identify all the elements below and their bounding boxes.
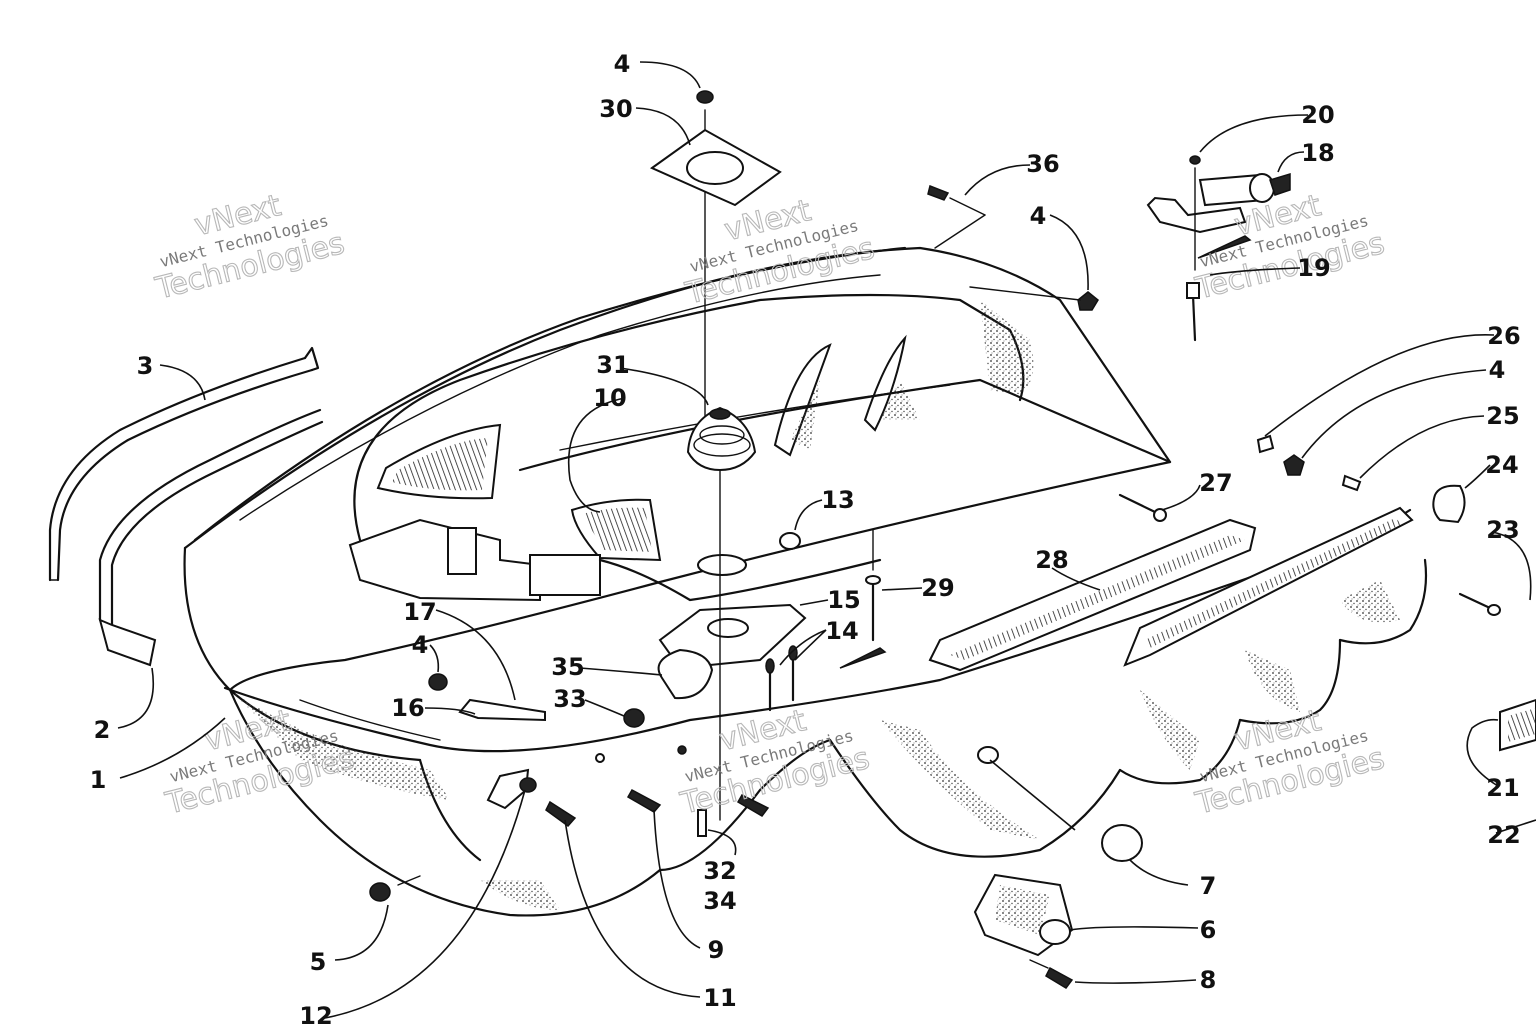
callout-labels: 1 2 3 4 4 4 4 5 6 7 8 9 10 11 12 13 14 1… (90, 50, 1521, 1024)
callout-34: 34 (703, 887, 736, 915)
callout-2: 2 (94, 716, 111, 744)
callout-13: 13 (821, 486, 854, 514)
callout-35: 35 (551, 653, 584, 681)
callout-1: 1 (90, 766, 107, 794)
callout-22: 22 (1487, 821, 1520, 849)
leader-lines (117, 61, 1536, 1019)
hood-body (183, 235, 1428, 917)
callout-16: 16 (391, 694, 424, 722)
callout-4-top: 4 (614, 50, 631, 78)
callout-4-left: 4 (412, 631, 429, 659)
callout-19: 19 (1297, 254, 1330, 282)
callout-23: 23 (1486, 516, 1519, 544)
callout-3: 3 (137, 352, 154, 380)
callout-17: 17 (403, 598, 436, 626)
callout-30: 30 (599, 95, 632, 123)
callout-9: 9 (708, 936, 725, 964)
watermark-group: vNext vNext Technologies Technologies vN… (151, 188, 1389, 823)
right-hardware (927, 155, 1536, 989)
callout-20: 20 (1301, 101, 1334, 129)
callout-27: 27 (1199, 469, 1232, 497)
callout-4-right: 4 (1489, 356, 1506, 384)
callout-29: 29 (921, 574, 954, 602)
center-assembly (623, 90, 881, 837)
callout-11: 11 (703, 984, 736, 1012)
callout-7: 7 (1200, 872, 1217, 900)
callout-24: 24 (1485, 451, 1518, 479)
trim-strip-2 (98, 408, 324, 667)
trim-strip-3 (48, 346, 320, 582)
callout-5: 5 (310, 948, 327, 976)
callout-18: 18 (1301, 139, 1334, 167)
callout-26: 26 (1487, 322, 1520, 350)
callout-8: 8 (1200, 966, 1217, 994)
callout-33: 33 (553, 685, 586, 713)
left-hardware (369, 673, 770, 902)
callout-25: 25 (1486, 402, 1519, 430)
callout-21: 21 (1486, 774, 1519, 802)
callout-6: 6 (1200, 916, 1217, 944)
callout-10: 10 (593, 384, 626, 412)
callout-12: 12 (299, 1002, 332, 1024)
callout-32: 32 (703, 857, 736, 885)
callout-14: 14 (825, 617, 858, 645)
callout-31: 31 (596, 351, 629, 379)
callout-4-upper-right: 4 (1030, 202, 1047, 230)
callout-15: 15 (827, 586, 860, 614)
callout-28: 28 (1035, 546, 1068, 574)
callout-36: 36 (1026, 150, 1059, 178)
